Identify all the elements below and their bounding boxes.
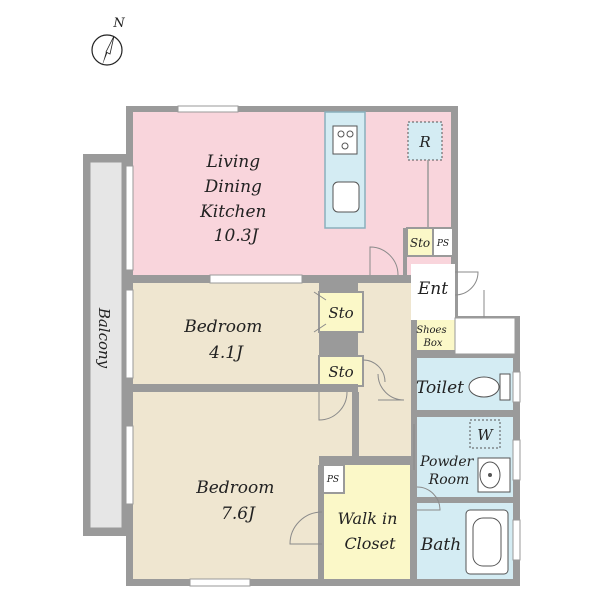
- kitchen-counter: [324, 111, 366, 229]
- refrigerator-label: R: [418, 133, 430, 151]
- storage-upper: [318, 291, 364, 333]
- powder-room-line1: Powder: [419, 454, 475, 470]
- shoes-box: [411, 320, 455, 350]
- compass-icon: N: [91, 16, 125, 66]
- pipe-space-closet-label: PS: [326, 475, 339, 485]
- refrigerator-box: [407, 121, 443, 161]
- walk-in-closet-line1: Walk in: [337, 509, 397, 528]
- toilet-label: Toilet: [416, 378, 464, 398]
- shoes-box-line2: Box: [422, 338, 442, 349]
- sink-icon: [332, 181, 360, 213]
- bedroom-small: [133, 283, 319, 384]
- bedroom-small-area: 4.1J: [208, 343, 244, 363]
- bedroom-small-name: Bedroom: [183, 317, 262, 337]
- storage-kitchen-label: Sto: [410, 236, 430, 250]
- washbasin-icon: [477, 457, 511, 493]
- powder-room-label: Powder Room: [419, 454, 478, 488]
- entrance-step: [454, 317, 516, 355]
- bath-label: Bath: [420, 535, 461, 555]
- pipe-space-kitchen-label: PS: [436, 239, 449, 249]
- bedroom-large-name: Bedroom: [195, 478, 274, 498]
- stove-icon: [332, 125, 358, 155]
- hallway: [358, 283, 411, 461]
- living-label-line3: Kitchen: [199, 202, 266, 222]
- storage-upper-label: Sto: [328, 304, 353, 322]
- bathtub-icon: [465, 509, 509, 575]
- living-dining-kitchen: [133, 112, 451, 275]
- storage-lower-label: Sto: [328, 363, 353, 381]
- bedroom-large-area: 7.6J: [221, 504, 256, 524]
- powder-room-line2: Room: [428, 472, 470, 488]
- toilet-icon: [468, 373, 511, 401]
- walk-in-closet-label: Walk in Closet: [337, 509, 402, 553]
- living-label-area: 10.3J: [214, 226, 260, 246]
- balcony-label: Balcony: [95, 307, 113, 369]
- washer-box: [469, 419, 501, 449]
- pipe-space-kitchen: [432, 227, 454, 257]
- living-label-line2: Dining: [204, 177, 262, 197]
- shoes-box-label: Shoes Box: [416, 325, 450, 349]
- balcony: Balcony: [83, 154, 128, 536]
- walk-in-closet-line2: Closet: [344, 534, 396, 553]
- compass-north-label: N: [112, 16, 125, 31]
- bedroom-small-label: Bedroom 4.1J: [183, 317, 268, 363]
- washer-label: W: [477, 426, 494, 444]
- entrance: [411, 264, 455, 320]
- sliding-doors: [313, 291, 415, 470]
- bedroom-large-label: Bedroom 7.6J: [195, 478, 280, 524]
- windows: [125, 105, 521, 587]
- shoes-box-line1: Shoes: [416, 325, 446, 336]
- living-label: Living Dining Kitchen 10.3J: [199, 152, 272, 246]
- living-label-line1: Living: [205, 152, 260, 172]
- entrance-label: Ent: [417, 279, 448, 299]
